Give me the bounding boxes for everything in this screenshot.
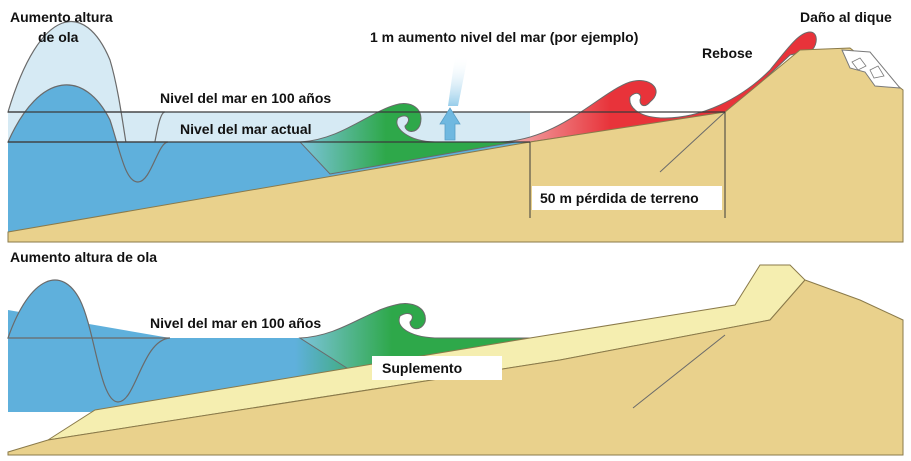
label-nourishment: Suplemento [382,360,462,376]
top-panel [7,20,904,243]
bottom-land [7,279,904,456]
rise-arrow-icon [439,107,461,141]
label-overtopping: Rebose [702,45,753,61]
land-loss-label-bg [532,186,722,210]
label-sea-rise: 1 m aumento nivel del mar (por ejemplo) [370,29,638,45]
bottom-dike-inner-line [632,334,726,409]
bottom-green-wave [298,303,531,371]
bottom-panel [7,264,904,456]
current-wave-trough [7,84,169,183]
label-future-sea-level: Nivel del mar en 100 años [160,90,331,106]
green-wave [298,103,516,175]
label-wave-height-line1: Aumento altura [10,9,113,25]
bottom-big-wave [7,279,171,403]
label-land-loss: 50 m pérdida de terreno [540,190,699,206]
label-wave-height-line2: de ola [38,29,79,45]
rise-beam [448,56,468,106]
bottom-sea-body [8,310,530,412]
red-wave [499,31,817,143]
damage-cracks [851,57,885,79]
label-current-sea-level: Nivel del mar actual [180,121,312,137]
label-dike-damage: Daño al dique [800,9,892,25]
bottom-label-wave-height: Aumento altura de ola [10,249,157,265]
dike-inner-line [659,111,726,173]
nourishment-label-bg [372,356,502,380]
bottom-label-future-sea-level: Nivel del mar en 100 años [150,315,321,331]
